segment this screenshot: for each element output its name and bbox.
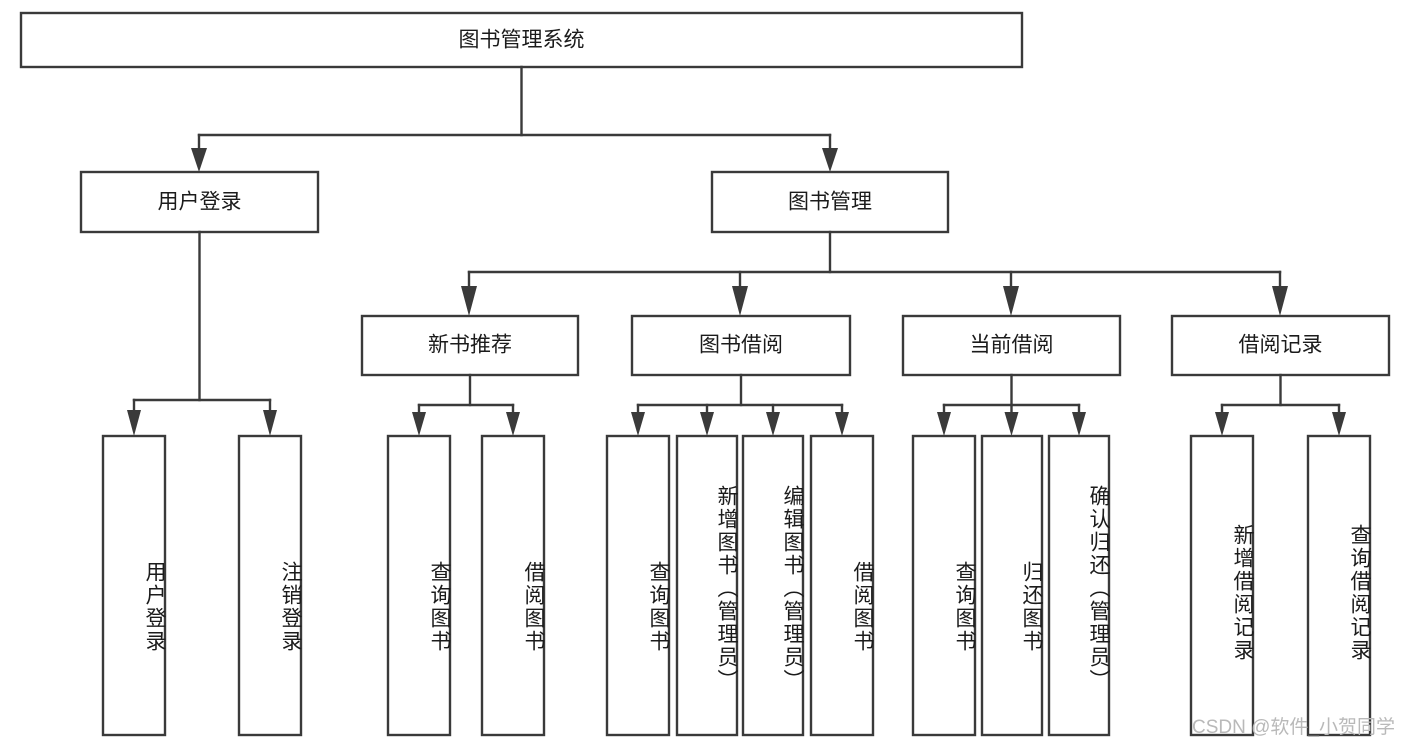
leaf-confirm-return-box[interactable] <box>1047 434 1111 737</box>
csdn-watermark: CSDN @软件_小贺同学 <box>1192 717 1395 738</box>
node-book-management-label: 图书管理 <box>788 191 872 214</box>
arrowhead-book-borrow <box>732 286 748 316</box>
leaf-query-book-2-box[interactable] <box>605 434 671 737</box>
arrowhead-leaf-query-book-1 <box>412 412 426 436</box>
node-new-book-recommend-label: 新书推荐 <box>428 334 512 357</box>
leaf-logout-box[interactable] <box>237 434 303 737</box>
node-root-label: 图书管理系统 <box>459 29 585 52</box>
arrowhead-current-borrow <box>1003 286 1019 316</box>
leaf-borrow-book-1-box[interactable] <box>480 434 546 737</box>
arrowhead-leaf-query-book-3 <box>937 412 951 436</box>
node-new-book-recommend-box[interactable] <box>360 314 580 377</box>
arrowhead-leaf-return-book <box>1004 412 1019 436</box>
leaf-edit-book-box[interactable] <box>741 434 805 737</box>
leaf-borrow-book-2-box[interactable] <box>809 434 875 737</box>
arrowhead-leaf-confirm-return <box>1072 412 1086 436</box>
leaf-query-book-1-box[interactable] <box>386 434 452 737</box>
arrowhead-leaf-add-record <box>1215 412 1229 436</box>
arrowhead-leaf-borrow-book-2 <box>835 412 849 436</box>
node-borrow-record-box[interactable] <box>1170 314 1391 377</box>
node-book-management-box[interactable] <box>710 170 950 234</box>
node-current-borrow-box[interactable] <box>901 314 1122 377</box>
arrowhead-leaf-user-login <box>127 410 141 436</box>
arrowhead-book-management <box>822 148 838 172</box>
leaf-query-record-box[interactable] <box>1306 434 1372 737</box>
node-borrow-record-label: 借阅记录 <box>1239 334 1323 357</box>
arrowhead-borrow-record <box>1272 286 1288 316</box>
leaf-add-record-box[interactable] <box>1189 434 1255 737</box>
arrowhead-leaf-query-book-2 <box>631 412 645 436</box>
arrowhead-leaf-borrow-book-1 <box>506 412 520 436</box>
leaf-return-book-box[interactable] <box>980 434 1044 737</box>
arrowhead-leaf-add-book <box>700 412 714 436</box>
node-root-box[interactable] <box>19 11 1024 69</box>
node-book-borrow-label: 图书借阅 <box>699 334 783 357</box>
arrowhead-leaf-query-record <box>1332 412 1346 436</box>
arrowhead-leaf-edit-book <box>766 412 780 436</box>
leaf-query-book-3-box[interactable] <box>911 434 977 737</box>
node-current-borrow-label: 当前借阅 <box>970 334 1054 357</box>
node-book-borrow-box[interactable] <box>630 314 852 377</box>
arrowhead-user-login <box>191 148 207 172</box>
leaf-user-login-box[interactable] <box>101 434 167 737</box>
leaf-add-book-box[interactable] <box>675 434 739 737</box>
arrowhead-leaf-logout <box>263 410 277 436</box>
arrowhead-new-book-recommend <box>461 286 477 316</box>
node-user-login-label: 用户登录 <box>158 191 242 214</box>
